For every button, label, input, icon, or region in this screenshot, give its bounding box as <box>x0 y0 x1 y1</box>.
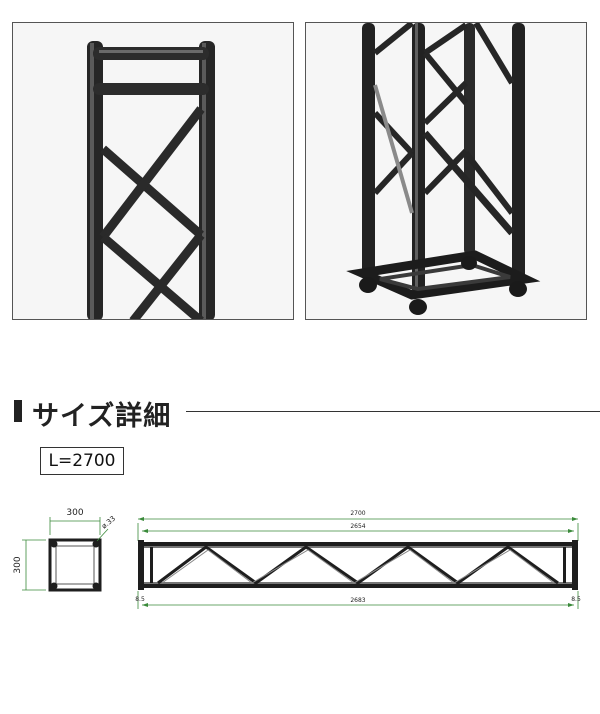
bottom-inner-value: 2683 <box>350 597 365 604</box>
tube-bottom-left <box>50 582 58 590</box>
top-chord <box>138 542 578 547</box>
top-inner-value: 2654 <box>350 523 365 530</box>
cross-section-frame <box>48 538 102 592</box>
side-elevation-view: 2700 2654 2683 8.5 8.5 <box>135 510 581 609</box>
right-end-post <box>572 540 578 590</box>
diagonal-bracing <box>157 545 559 585</box>
cross-width-value: 300 <box>66 508 83 518</box>
cross-section-inner <box>55 545 95 585</box>
tube-bottom-right <box>92 582 100 590</box>
tube-top-left <box>50 540 58 548</box>
truss-base-photo <box>305 22 587 320</box>
tube-diameter-value: ø.33 <box>100 514 117 530</box>
left-end-post <box>138 540 144 590</box>
heading-marker <box>14 400 22 422</box>
truss-dimension-drawing: 300 300 ø.33 2700 2654 <box>13 508 581 609</box>
section-title: サイズ詳細 <box>32 401 172 432</box>
overall-length-value: 2700 <box>350 510 365 517</box>
length-label: L=2700 <box>40 447 124 475</box>
tube-top-right <box>92 540 100 548</box>
heading-divider <box>186 411 600 412</box>
left-end-offset-value: 8.5 <box>135 596 145 603</box>
bottom-chord <box>138 583 578 588</box>
truss-base-illustration <box>346 23 541 315</box>
cross-section-view: 300 300 ø.33 <box>13 508 117 592</box>
cross-height-value: 300 <box>13 556 23 573</box>
tube-diameter-leader <box>96 528 109 542</box>
section-heading: サイズ詳細 <box>14 394 600 434</box>
truss-front-illustration <box>87 41 215 319</box>
truss-front-photo <box>12 22 294 320</box>
right-end-offset-value: 8.5 <box>571 596 581 603</box>
